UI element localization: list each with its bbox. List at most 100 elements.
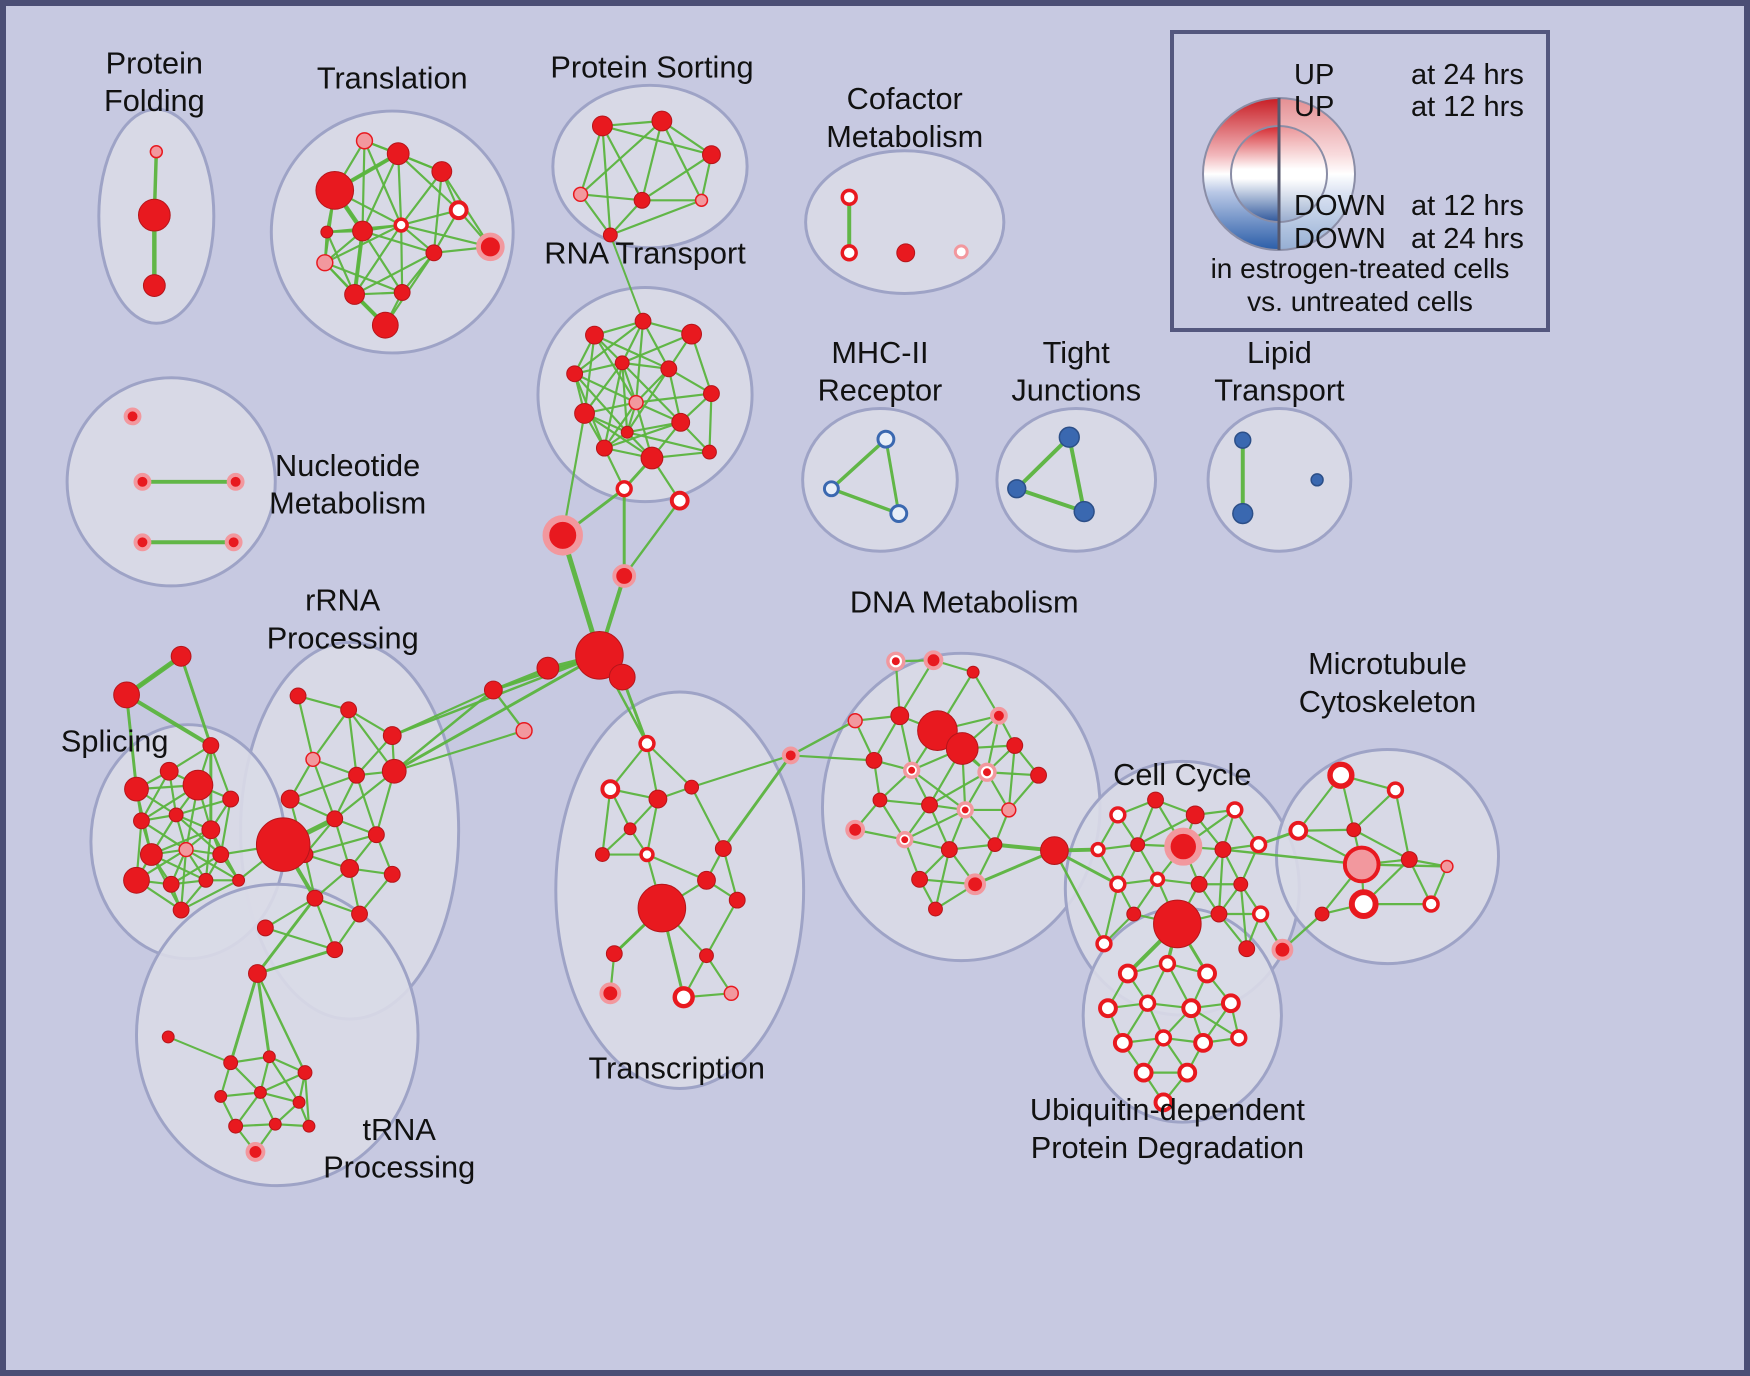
legend-up-24-label: UP [1294,59,1335,91]
edge [645,797,660,856]
node-red [921,796,938,814]
edge [690,754,792,789]
edge [1239,883,1248,950]
node-red [113,681,140,709]
edge [603,361,624,450]
node-red [393,284,411,301]
edge [789,754,876,762]
edge [601,124,644,202]
node-red [1238,940,1256,958]
node-pink [1001,802,1017,818]
edge [352,229,365,297]
edge [124,692,213,748]
node-ring [1109,875,1127,893]
node-halo [1164,827,1203,866]
edge [180,879,240,912]
node-red [660,360,678,378]
edge [1136,813,1197,846]
edge [579,119,663,196]
node-halo [989,706,1008,725]
node-red [137,198,171,232]
edge [219,797,232,856]
node-red [945,732,979,765]
edge [645,742,693,789]
node-red [382,726,402,745]
edge [579,193,612,237]
node-red [651,110,673,132]
edge [393,729,526,773]
edge [645,742,660,801]
edge [579,193,644,202]
node-red [1040,836,1069,865]
edge [641,320,670,370]
node-pink [1440,859,1454,874]
node-red [594,847,610,862]
node-red [614,355,630,371]
node-red [425,244,443,262]
legend-caption: in estrogen-treated cells vs. untreated … [1174,252,1546,318]
edge [561,412,586,537]
edge [353,251,435,296]
edge [635,392,713,404]
node-ring [600,779,621,800]
edge [635,320,645,404]
node-red [1126,906,1142,922]
node-halo [133,533,152,552]
node-red [1400,851,1418,868]
node-red [123,866,150,894]
edge [623,499,681,578]
edge [229,972,259,1065]
edge [259,1091,301,1104]
node-pink [572,186,589,203]
node-red [896,243,916,263]
node-halo [123,407,142,426]
edge [184,848,240,882]
node-ring [840,244,858,262]
cluster-label-translation: Translation [317,60,468,95]
edge [361,139,366,233]
node-bullseye [891,657,900,666]
node-ring [1327,761,1355,789]
edge [621,333,693,364]
node-ring [1249,835,1268,854]
node-red [340,858,360,878]
node-halo [226,472,245,491]
node-red [262,1050,276,1064]
edge [1053,849,1106,945]
node-ring [1090,841,1106,858]
cluster-ellipse-mhc-ii-receptor [801,406,959,553]
node-ring [1422,895,1440,913]
node-pink [694,193,709,207]
node-red [1190,875,1208,893]
node-ring [1288,820,1309,841]
node-bluering [889,504,909,523]
edge [1102,883,1119,945]
node-halo [923,650,944,671]
node-red [574,403,595,424]
node-red [351,905,368,923]
edge [645,853,708,882]
node-red [381,758,407,784]
edge [601,788,612,856]
node-red [201,820,221,840]
node-halo [476,232,505,262]
node-ring [639,846,655,863]
edge [219,1091,262,1098]
legend-caption-line2: vs. untreated cells [1247,286,1473,317]
node-ring [1098,998,1118,1019]
edge [884,437,901,516]
node-red [634,312,652,330]
node-red [684,779,700,795]
node-red [340,701,358,719]
legend-updown-glyph [1202,97,1356,251]
node-red [431,161,453,182]
network-nodes [113,110,1454,1162]
node-red [605,945,623,963]
node-red [202,737,220,754]
node-red [222,790,240,808]
edge [400,223,492,248]
legend-down-24-label: DOWN [1294,223,1386,255]
edge [708,392,713,454]
edge [601,124,612,237]
